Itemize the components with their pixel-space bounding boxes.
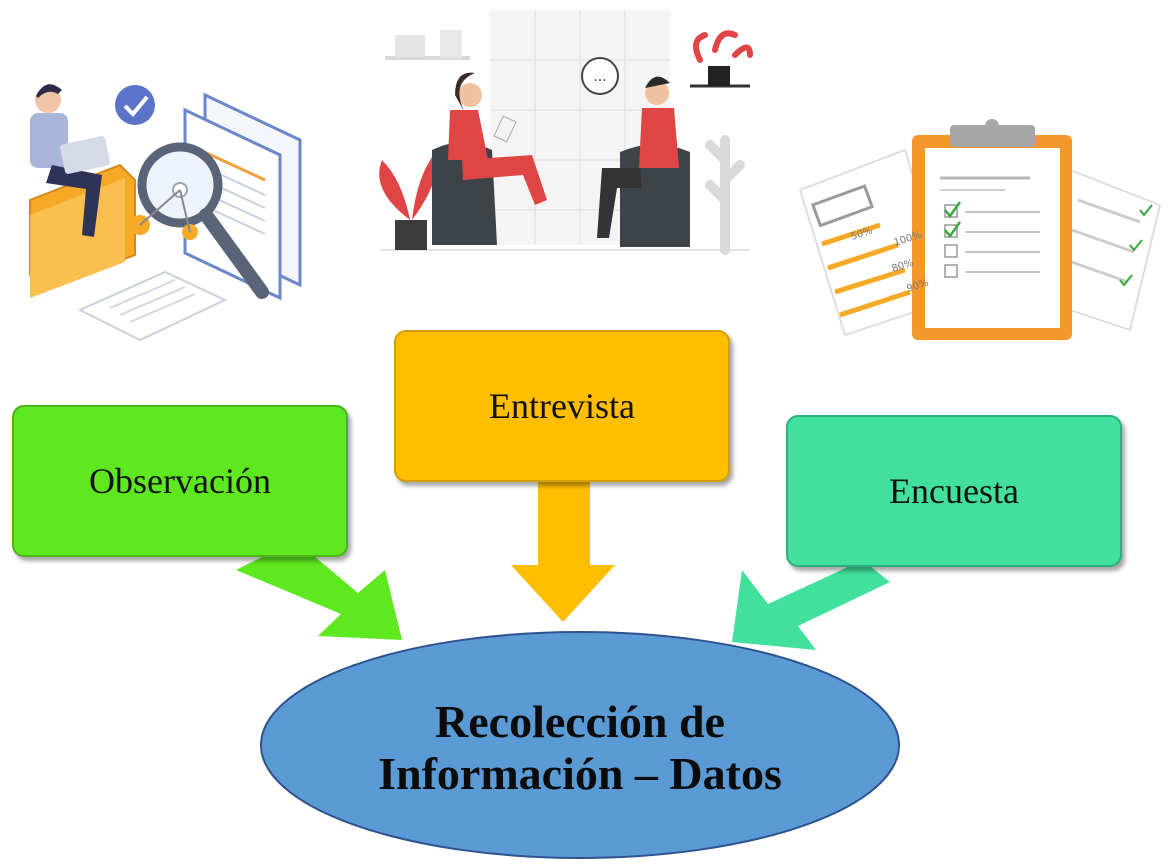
box-observacion: Observación: [12, 405, 348, 557]
interview-illustration: ...: [379, 10, 753, 255]
label-observacion: Observación: [89, 461, 271, 501]
target-ellipse: [260, 631, 900, 859]
label-entrevista: Entrevista: [489, 386, 635, 426]
arrow-observacion: [236, 540, 402, 640]
observation-illustration: [29, 84, 302, 342]
label-encuesta: Encuesta: [889, 471, 1019, 511]
target-line-1: Recolección de: [435, 696, 725, 747]
speech-bubble-text: ...: [593, 69, 606, 85]
box-entrevista: Entrevista: [394, 330, 730, 482]
target-line-2: Información – Datos: [378, 748, 782, 799]
target-label: Recolección de Información – Datos: [300, 696, 860, 800]
box-encuesta: Encuesta: [786, 415, 1122, 567]
arrow-encuesta: [732, 566, 890, 650]
arrow-entrevista: [511, 482, 615, 622]
survey-illustration: 50% 100% 80% 90%: [798, 119, 1162, 340]
